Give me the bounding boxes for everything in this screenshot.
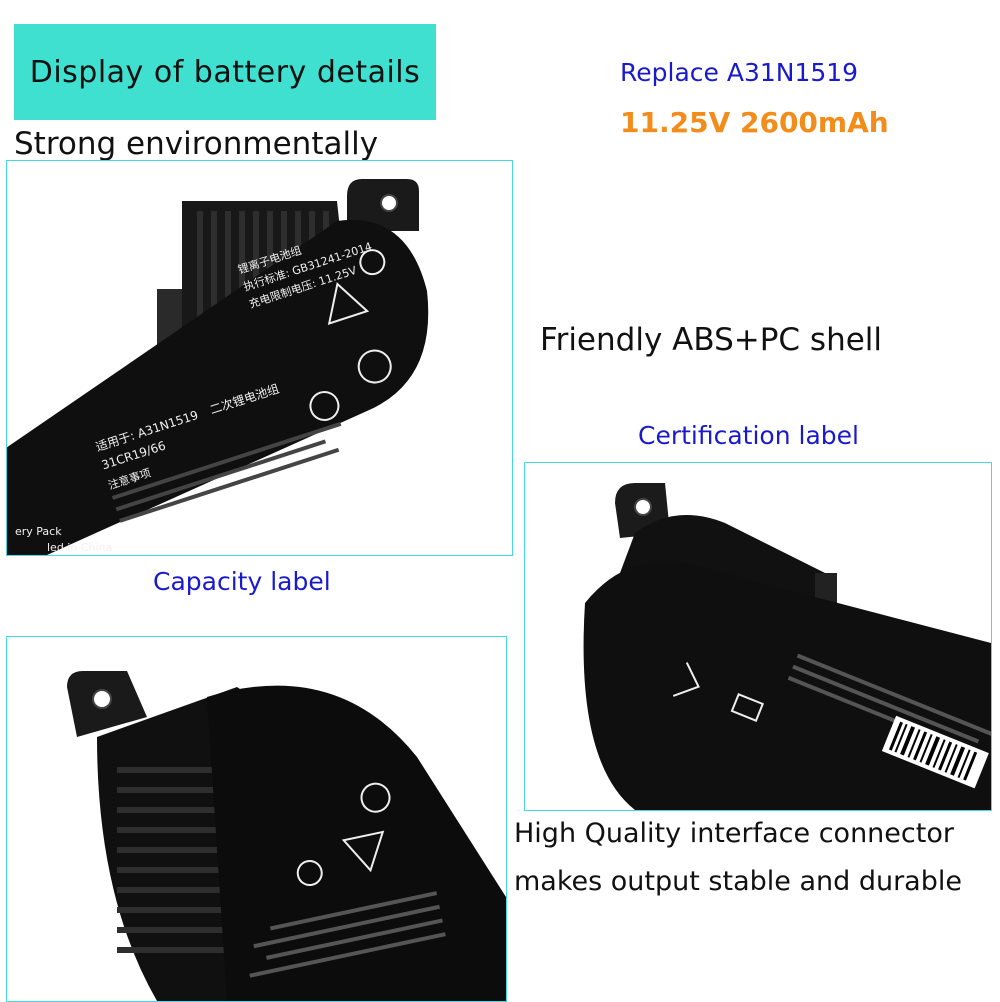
shell-text: Friendly ABS+PC shell bbox=[540, 322, 883, 358]
battery-image-3 bbox=[67, 671, 506, 1001]
headline-environment: Strong environmentally bbox=[14, 126, 379, 162]
connector-line-2: makes output stable and durable bbox=[514, 866, 962, 897]
banner-title: Display of battery details bbox=[29, 54, 421, 90]
model-replace: Replace A31N1519 bbox=[620, 58, 859, 87]
battery-image-1: 锂离子电池组 执行标准: GB31241-2014 充电限制电压: 11.25V… bbox=[7, 179, 429, 555]
connector-line-1: High Quality interface connector bbox=[514, 818, 954, 849]
label-pack: ery Pack bbox=[15, 525, 62, 538]
photo-certification-label bbox=[524, 462, 992, 811]
battery-image-2 bbox=[583, 483, 991, 810]
photo-connector bbox=[6, 636, 507, 1002]
banner: Display of battery details bbox=[14, 24, 436, 120]
certification-label-title: Certification label bbox=[638, 421, 859, 450]
photo-capacity-label: 锂离子电池组 执行标准: GB31241-2014 充电限制电压: 11.25V… bbox=[6, 160, 513, 556]
label-china: led in China bbox=[47, 541, 112, 554]
capacity-label-title: Capacity label bbox=[153, 567, 331, 596]
model-spec: 11.25V 2600mAh bbox=[620, 106, 889, 139]
